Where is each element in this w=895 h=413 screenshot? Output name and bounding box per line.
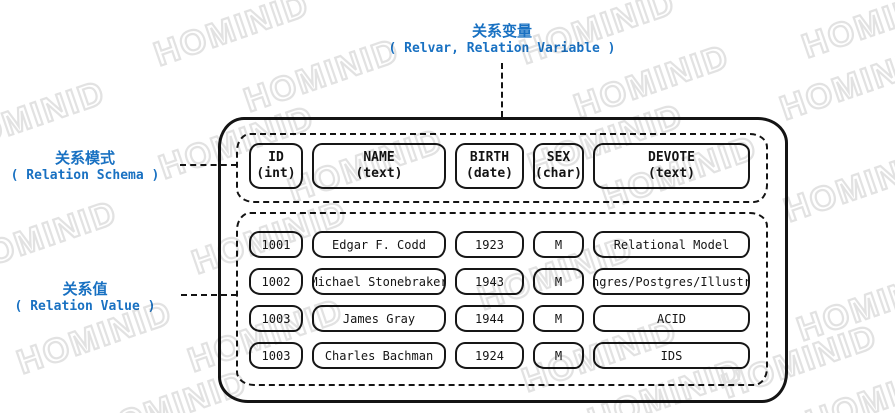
relvar-table-frame	[218, 117, 788, 403]
watermark-text: HOMINID	[800, 352, 895, 413]
table-cell: 1001	[249, 231, 303, 258]
column-type: (int)	[256, 166, 296, 181]
column-name: BIRTH	[469, 149, 510, 165]
watermark-text: HOMINID	[0, 192, 123, 283]
column-type: (text)	[355, 166, 403, 181]
column-type: (text)	[648, 166, 695, 181]
relation-value-group	[236, 212, 768, 386]
watermark-text: HOMINID	[774, 38, 895, 129]
relvar-label-zh: 关系变量	[471, 22, 532, 40]
column-name: DEVOTE	[648, 149, 695, 165]
schema-label-en: ( Relation Schema )	[10, 168, 160, 183]
table-cell: 1923	[455, 231, 524, 258]
table-cell: 1943	[455, 268, 524, 295]
relvar-annotation: 关系变量 ( Relvar, Relation Variable )	[377, 22, 627, 58]
table-cell: James Gray	[312, 305, 446, 332]
schema-annotation: 关系模式 ( Relation Schema )	[0, 149, 170, 185]
relvar-connector-line	[501, 63, 503, 117]
value-label-zh: 关系值	[62, 280, 108, 298]
table-cell: M	[533, 231, 584, 258]
table-cell: M	[533, 305, 584, 332]
column-name: NAME	[363, 149, 395, 165]
table-cell: Michael Stonebraker	[312, 268, 446, 295]
column-header-cell: SEX (char)	[533, 143, 584, 189]
table-cell: 1003	[249, 342, 303, 369]
table-header-row: ID (int) NAME (text) BIRTH (date) SEX (c…	[249, 143, 750, 189]
table-cell: M	[533, 342, 584, 369]
table-cell: 1003	[249, 305, 303, 332]
watermark-text: HOMINID	[778, 140, 895, 231]
column-header-cell: NAME (text)	[312, 143, 446, 189]
watermark-text: HOMINID	[791, 259, 895, 350]
table-cell: Edgar F. Codd	[312, 231, 446, 258]
column-name: SEX	[546, 149, 571, 165]
table-cell: 1002	[249, 268, 303, 295]
table-cell: IDS	[593, 342, 750, 369]
watermark-text: HOMINID	[796, 0, 895, 67]
table-cell: 1924	[455, 342, 524, 369]
table-cell: ACID	[593, 305, 750, 332]
watermark-text: HOMINID	[148, 0, 315, 75]
table-cell: M	[533, 268, 584, 295]
table-cell: Charles Bachman	[312, 342, 446, 369]
value-annotation: 关系值 ( Relation Value )	[0, 280, 170, 316]
table-cell: Ingres/Postgres/Illustra	[593, 268, 750, 295]
value-label-en: ( Relation Value )	[14, 299, 156, 314]
column-type: (date)	[466, 166, 513, 181]
table-cell: 1944	[455, 305, 524, 332]
column-type: (char)	[535, 166, 582, 181]
value-connector-line	[181, 294, 237, 296]
schema-connector-line	[180, 164, 237, 166]
schema-label-zh: 关系模式	[54, 149, 115, 167]
table-body: 1001 Edgar F. Codd 1923 M Relational Mod…	[249, 231, 750, 369]
table-cell: Relational Model	[593, 231, 750, 258]
column-header-cell: ID (int)	[249, 143, 303, 189]
column-name: ID	[268, 149, 284, 165]
column-header-cell: BIRTH (date)	[455, 143, 524, 189]
relvar-label-en: ( Relvar, Relation Variable )	[388, 41, 616, 56]
relation-schema-group	[236, 133, 768, 203]
column-header-cell: DEVOTE (text)	[593, 143, 750, 189]
